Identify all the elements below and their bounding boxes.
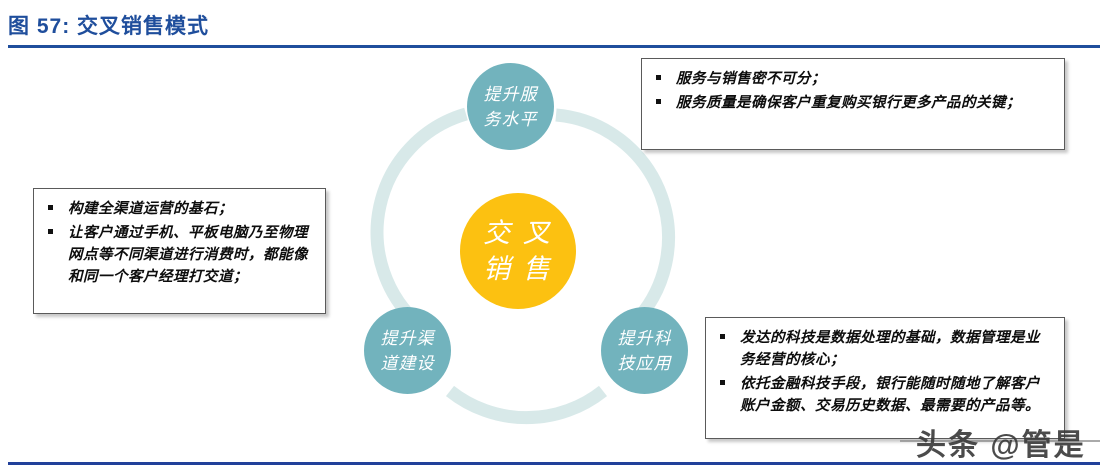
ring-arc-bottom: [445, 385, 608, 425]
center-label-line2: 销 售: [483, 254, 553, 284]
node-service-line1: 提升服: [483, 84, 538, 104]
callout-technology-item-1: 发达的科技是数据处理的基础，数据管理是业务经营的核心；: [740, 330, 1040, 368]
list-item: 让客户通过手机、平板电脑乃至物理网点等不同渠道进行消费时，都能像和同一个客户经理…: [42, 222, 315, 288]
square-bullet-icon: [42, 198, 68, 210]
center-label-line1: 交 叉: [483, 218, 553, 248]
watermark-label: 头条 @管是: [916, 429, 1086, 462]
callout-channel-item-1: 构建全渠道运营的基石；: [68, 201, 233, 217]
callout-service: 服务与销售密不可分； 服务质量是确保客户重复购买银行更多产品的关键；: [641, 58, 1065, 150]
square-bullet-icon: [714, 327, 740, 339]
diagram-node-channel[interactable]: 提升渠 道建设: [364, 307, 451, 394]
figure-title-bar: 图 57: 交叉销售模式: [8, 14, 1100, 48]
callout-channel: 构建全渠道运营的基石； 让客户通过手机、平板电脑乃至物理网点等不同渠道进行消费时…: [33, 188, 326, 314]
list-item: 服务与销售密不可分；: [650, 68, 1054, 90]
callout-channel-item-2: 让客户通过手机、平板电脑乃至物理网点等不同渠道进行消费时，都能像和同一个客户经理…: [68, 225, 308, 285]
diagram-node-tech[interactable]: 提升科 技应用: [601, 307, 688, 394]
list-item: 发达的科技是数据处理的基础，数据管理是业务经营的核心；: [714, 327, 1054, 371]
page-title: 图 57: 交叉销售模式: [8, 15, 210, 38]
square-bullet-icon: [714, 373, 740, 385]
callout-service-item-2: 服务质量是确保客户重复购买银行更多产品的关键；: [676, 95, 1021, 111]
diagram-node-service[interactable]: 提升服 务水平: [467, 63, 554, 150]
square-bullet-icon: [42, 222, 68, 234]
node-channel-line1: 提升渠: [380, 328, 435, 348]
list-item: 构建全渠道运营的基石；: [42, 198, 315, 220]
list-item: 依托金融科技手段，银行能随时随地了解客户账户金额、交易历史数据、最需要的产品等。: [714, 373, 1054, 417]
ring-arc-right: [555, 108, 675, 330]
diagram-center-cross-selling[interactable]: 交 叉 销 售: [460, 193, 576, 309]
callout-technology-list: 发达的科技是数据处理的基础，数据管理是业务经营的核心； 依托金融科技手段，银行能…: [714, 327, 1054, 417]
square-bullet-icon: [650, 68, 676, 80]
callout-technology-item-2: 依托金融科技手段，银行能随时随地了解客户账户金额、交易历史数据、最需要的产品等。: [740, 376, 1040, 414]
node-service-line2: 务水平: [483, 109, 538, 129]
node-channel-line2: 道建设: [380, 353, 435, 373]
callout-service-list: 服务与销售密不可分； 服务质量是确保客户重复购买银行更多产品的关键；: [650, 68, 1054, 114]
ring-arcs: [370, 107, 675, 425]
title-underline-rule: [8, 45, 1100, 48]
list-item: 服务质量是确保客户重复购买银行更多产品的关键；: [650, 92, 1054, 114]
callout-service-item-1: 服务与销售密不可分；: [676, 71, 826, 87]
node-tech-line2: 技应用: [617, 353, 672, 373]
watermark-strike-line: [900, 440, 1100, 442]
cross-selling-diagram: 提升服 务水平 提升渠 道建设 提升科 技应用 交 叉 销 售: [360, 58, 690, 448]
callout-channel-list: 构建全渠道运营的基石； 让客户通过手机、平板电脑乃至物理网点等不同渠道进行消费时…: [42, 198, 315, 288]
callout-technology: 发达的科技是数据处理的基础，数据管理是业务经营的核心； 依托金融科技手段，银行能…: [705, 317, 1065, 439]
ring-arc-left: [370, 107, 468, 331]
footer-rule: [8, 462, 1100, 465]
node-tech-line1: 提升科: [617, 328, 672, 348]
square-bullet-icon: [650, 92, 676, 104]
